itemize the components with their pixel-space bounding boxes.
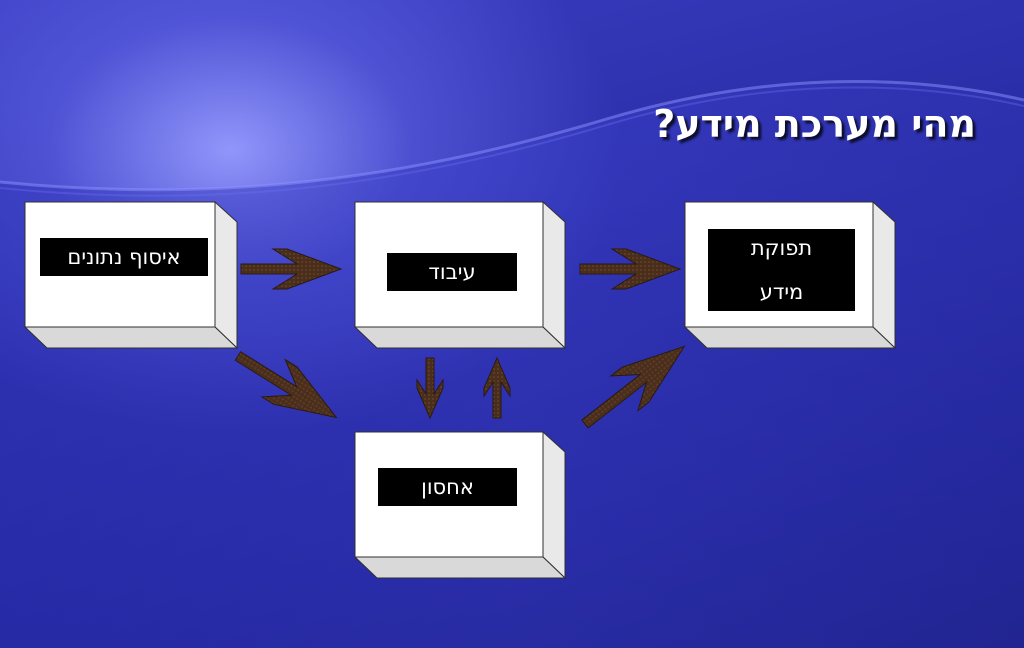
label-output-line2: מידע	[759, 280, 804, 304]
label-output: תפוקת מידע	[708, 229, 855, 311]
label-output-line1: תפוקת	[750, 236, 813, 260]
arrow-collection-to-processing	[240, 248, 343, 290]
arrow-storage-to-processing	[483, 356, 511, 419]
wave-highlight	[0, 79, 1024, 192]
arrow-processing-to-storage	[416, 357, 444, 420]
wave-highlight-2	[0, 86, 1024, 197]
arrow-collection-to-storage	[234, 351, 338, 419]
label-storage: אחסון	[378, 468, 517, 506]
arrow-storage-to-output	[581, 345, 686, 429]
label-collection: איסוף נתונים	[40, 238, 208, 276]
arrow-processing-to-output	[579, 248, 682, 290]
slide-title: מהי מערכת מידע?	[653, 102, 976, 146]
label-processing: עיבוד	[387, 253, 517, 291]
